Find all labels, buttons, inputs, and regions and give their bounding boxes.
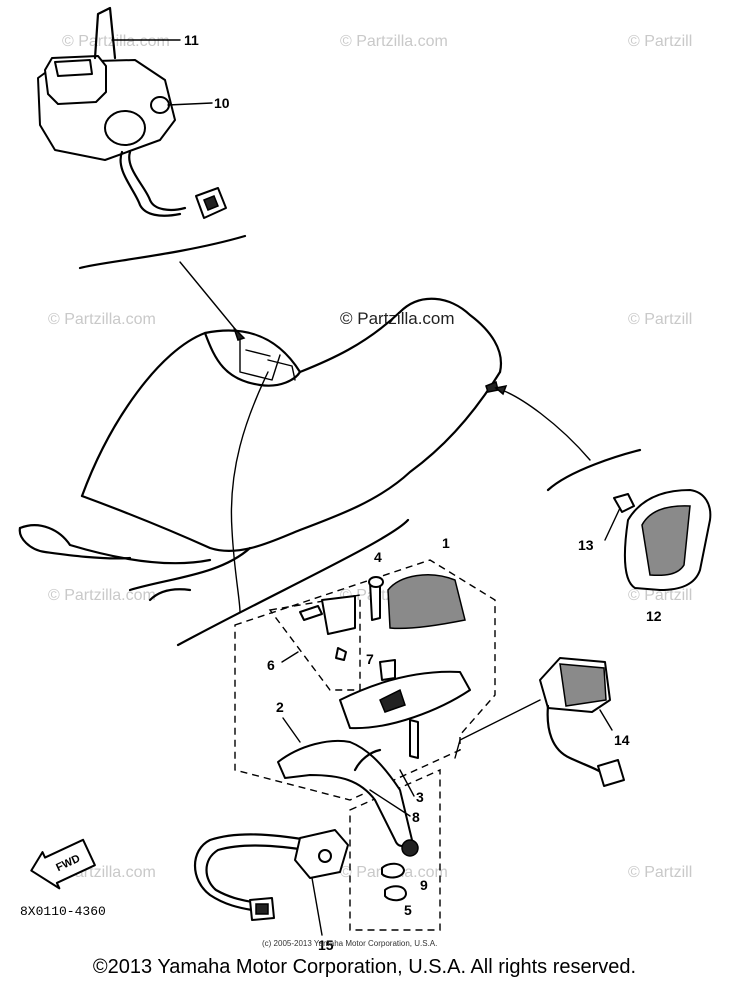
leader-line <box>599 709 613 731</box>
callout-12: 12 <box>646 608 662 624</box>
watermark: © Partzill <box>628 33 692 50</box>
leader-line <box>369 789 411 817</box>
lever-assembly-parts <box>277 574 471 902</box>
callout-3: 3 <box>416 789 424 805</box>
sensor-cable-part <box>194 829 349 921</box>
callout-2: 2 <box>276 699 284 715</box>
callout-10: 10 <box>214 95 230 111</box>
watermark: © Partzilla.com <box>48 587 156 604</box>
bracket-line <box>546 448 642 492</box>
watermark: © Partzilla.com <box>62 33 170 50</box>
watermark: © Partzill <box>628 587 692 604</box>
callout-15: 15 <box>318 937 334 953</box>
callout-7: 7 <box>366 651 374 667</box>
snowmobile-body <box>18 297 503 602</box>
leader-line <box>399 769 415 797</box>
callout-6: 6 <box>267 657 275 673</box>
leader-line <box>454 699 541 759</box>
copyright-footer: ©2013 Yamaha Motor Corporation, U.S.A. A… <box>92 956 637 978</box>
callout-11: 11 <box>184 32 199 48</box>
callout-1: 1 <box>442 535 450 551</box>
arrow-head <box>494 384 508 396</box>
watermark: © Partzilla.com <box>340 309 455 328</box>
watermark: © Partzilla.com <box>48 311 156 328</box>
callout-4: 4 <box>374 549 382 565</box>
small-notice: (c) 2005-2013 Yamaha Motor Corporation, … <box>262 939 437 948</box>
leader-line <box>281 651 299 663</box>
sub-assembly-outline <box>349 768 441 931</box>
watermark: © Partzill <box>628 864 692 881</box>
watermark: © Partzilla.com <box>340 33 448 50</box>
assembly-outline <box>234 559 496 801</box>
switch-connector-part <box>539 657 625 787</box>
reflector-part <box>613 489 712 591</box>
callout-5: 5 <box>404 902 412 918</box>
leader-line <box>282 717 301 743</box>
callout-8: 8 <box>412 809 420 825</box>
diagram-code: 8X0110-4360 <box>20 904 106 919</box>
leader-line <box>167 102 213 106</box>
bracket-line <box>176 518 410 647</box>
callout-13: 13 <box>578 537 594 553</box>
callout-9: 9 <box>420 877 428 893</box>
callout-14: 14 <box>614 732 630 748</box>
forward-arrow-icon: FWD <box>30 838 96 890</box>
watermark: © Partzill <box>628 311 692 328</box>
leader-line <box>311 877 323 936</box>
switch-housing-assembly <box>37 6 247 341</box>
leader-line <box>230 371 269 613</box>
leader-line <box>495 387 591 461</box>
leader-line <box>604 507 621 541</box>
